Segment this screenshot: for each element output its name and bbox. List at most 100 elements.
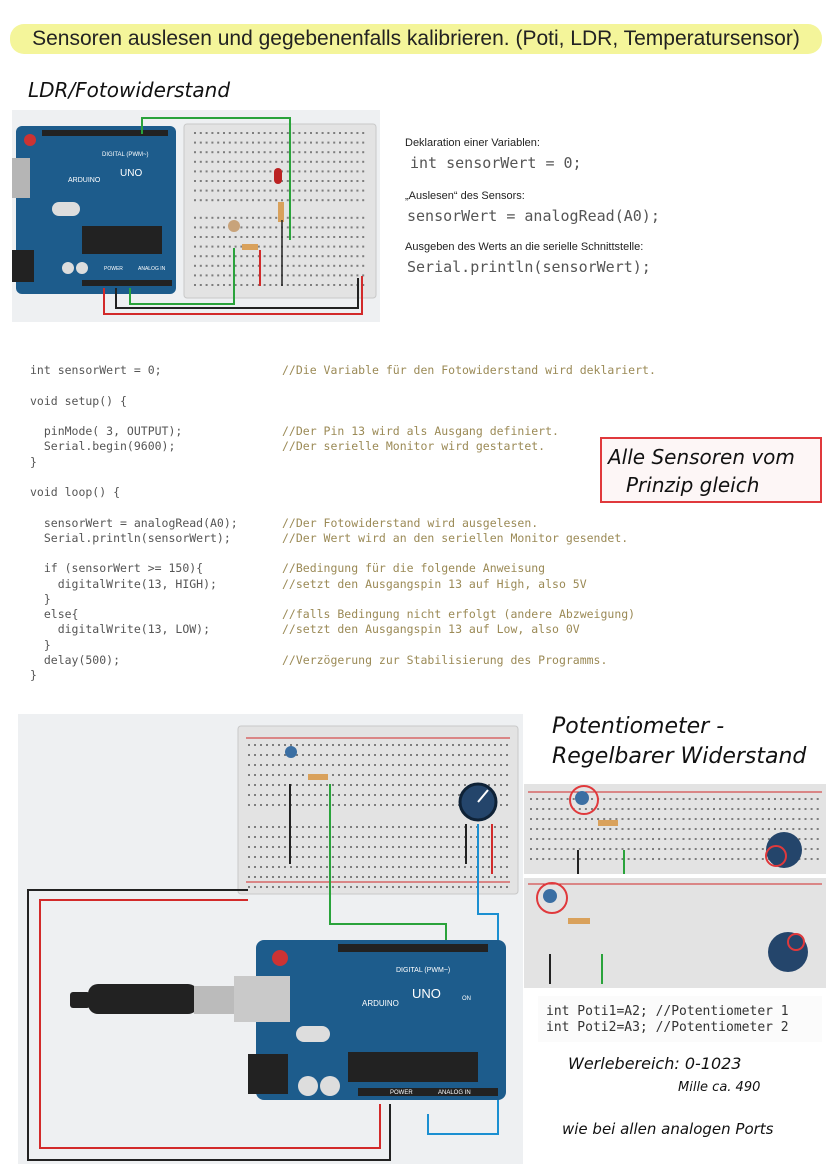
breadboard-hole	[422, 774, 424, 776]
breadboard-hole	[257, 180, 260, 182]
breadboard-hole	[386, 836, 388, 838]
breadboard-hole	[374, 856, 376, 858]
breadboard-hole	[428, 764, 430, 766]
breadboard-hole	[578, 848, 581, 850]
breadboard-hole	[706, 838, 709, 840]
breadboard-hole	[199, 199, 202, 202]
breadboard-hole	[725, 818, 728, 820]
breadboard-hole	[386, 784, 388, 786]
breadboard-hole	[676, 858, 679, 860]
breadboard-hole	[314, 836, 316, 838]
breadboard-hole	[326, 744, 328, 746]
breadboard-hole	[554, 828, 557, 830]
breadboard-hole	[416, 764, 418, 766]
breadboard-hole	[440, 794, 442, 796]
breadboard-hole	[621, 828, 624, 830]
breadboard-hole	[798, 818, 801, 820]
breadboard-hole	[344, 189, 347, 192]
breadboard-hole	[260, 826, 262, 828]
breadboard-hole	[621, 808, 624, 810]
breadboard-hole	[458, 764, 460, 766]
on-label: ON	[462, 996, 471, 1002]
breadboard-hole	[266, 784, 268, 786]
breadboard-hole	[338, 794, 340, 796]
breadboard-hole	[374, 754, 376, 756]
breadboard-hole	[314, 856, 316, 858]
breadboard-hole	[205, 189, 208, 192]
breadboard-hole	[506, 876, 508, 878]
breadboard-hole	[368, 866, 370, 868]
breadboard-hole	[615, 838, 618, 840]
breadboard-hole	[263, 245, 266, 248]
breadboard-hole	[228, 132, 231, 134]
breadboard-hole	[278, 754, 280, 756]
breadboard-hole	[386, 744, 388, 746]
breadboard-hole	[315, 274, 318, 277]
breadboard-hole	[633, 848, 636, 850]
breadboard-hole	[286, 199, 289, 202]
breadboard-hole	[404, 836, 406, 838]
breadboard-hole	[621, 838, 624, 840]
breadboard-hole	[548, 858, 551, 860]
breadboard-hole	[694, 798, 697, 800]
breadboard-hole	[223, 189, 225, 192]
breadboard-hole	[296, 856, 298, 858]
breadboard-hole	[260, 876, 262, 878]
breadboard-hole	[327, 132, 330, 134]
breadboard-hole	[344, 226, 347, 229]
breadboard-hole	[645, 858, 648, 860]
breadboard-hole	[725, 798, 728, 800]
breadboard-hole	[252, 226, 254, 229]
breadboard-hole	[542, 838, 545, 840]
breadboard-hole	[252, 189, 254, 192]
code-text: Serial.println(sensorWert);	[30, 530, 231, 545]
breadboard-hole	[804, 808, 807, 810]
breadboard-hole	[286, 216, 289, 219]
breadboard-hole	[211, 226, 214, 229]
breadboard-hole	[234, 284, 237, 286]
breadboard-hole	[302, 876, 304, 878]
breadboard-hole	[404, 754, 406, 756]
breadboard-hole	[688, 818, 691, 820]
breadboard-hole	[392, 846, 394, 848]
breadboard-hole	[380, 846, 382, 848]
breadboard-hole	[263, 180, 266, 182]
breadboard-hole	[362, 226, 365, 229]
breadboard-hole	[286, 132, 289, 134]
breadboard-hole	[458, 754, 460, 756]
breadboard-hole	[482, 886, 484, 888]
breadboard-hole	[386, 876, 388, 878]
breadboard-hole	[584, 828, 587, 830]
breadboard-hole	[257, 226, 260, 229]
breadboard-hole	[315, 236, 318, 238]
breadboard-hole	[338, 826, 340, 828]
breadboard-hole	[321, 245, 324, 248]
breadboard-hole	[452, 856, 454, 858]
breadboard-hole	[609, 848, 612, 850]
breadboard-hole	[767, 798, 770, 800]
breadboard-hole	[664, 828, 667, 830]
breadboard-hole	[296, 784, 298, 786]
breadboard-hole	[434, 754, 436, 756]
breadboard-hole	[798, 808, 801, 810]
breadboard-hole	[199, 245, 202, 248]
breadboard-hole	[609, 808, 612, 810]
breadboard-hole	[368, 794, 370, 796]
breadboard-hole	[530, 848, 532, 850]
breadboard-hole	[706, 828, 709, 830]
breadboard-hole	[326, 856, 328, 858]
breadboard-hole	[603, 848, 606, 850]
breadboard-hole	[482, 836, 484, 838]
breadboard-hole	[199, 180, 202, 182]
breadboard-hole	[199, 141, 202, 144]
breadboard-hole	[286, 141, 289, 144]
breadboard-hole	[217, 180, 220, 182]
breadboard-hole	[506, 826, 508, 828]
breadboard-hole	[326, 866, 328, 868]
breadboard-hole	[767, 808, 770, 810]
breadboard-hole	[554, 848, 557, 850]
breadboard-hole	[298, 160, 301, 163]
breadboard-hole	[275, 255, 278, 258]
breadboard-hole	[464, 784, 466, 786]
breadboard-hole	[682, 828, 685, 830]
